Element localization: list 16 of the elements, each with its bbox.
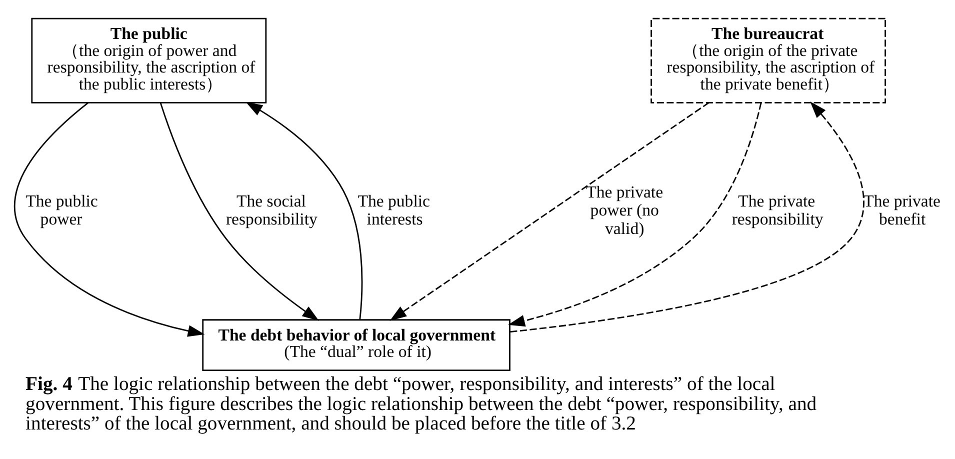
arrow	[14, 102, 205, 337]
edge-label: The public power	[26, 192, 98, 229]
node-box: The bureaucrat （the origin of the private responsibility, the ascription of the private benefit）	[650, 18, 886, 104]
node-box: The debt behavior of local government (The “dual” role of it)	[202, 319, 510, 372]
arrow	[390, 102, 710, 321]
edge-label: The public interests	[358, 192, 430, 229]
edge-label: The private power (no valid)	[586, 182, 664, 238]
arrow	[160, 102, 320, 321]
arrow	[246, 102, 363, 320]
arrow	[508, 102, 762, 327]
caption: Fig. 4 The logic relationship between the debt “power, responsibility, and interests” of the local government. This figure describes the logic relationship between the debt “power, responsibility, and interests” of the local government, and should be placed before the title of 3.2	[26, 374, 817, 434]
edge-label: The social responsibility	[226, 192, 318, 229]
arrow	[510, 101, 864, 333]
edge-label: The private responsibility	[732, 192, 824, 229]
edge-label: The private benefit	[864, 192, 941, 229]
node-box: The public （the origin of power and responsibility, the ascription of the public interests）	[31, 18, 267, 104]
